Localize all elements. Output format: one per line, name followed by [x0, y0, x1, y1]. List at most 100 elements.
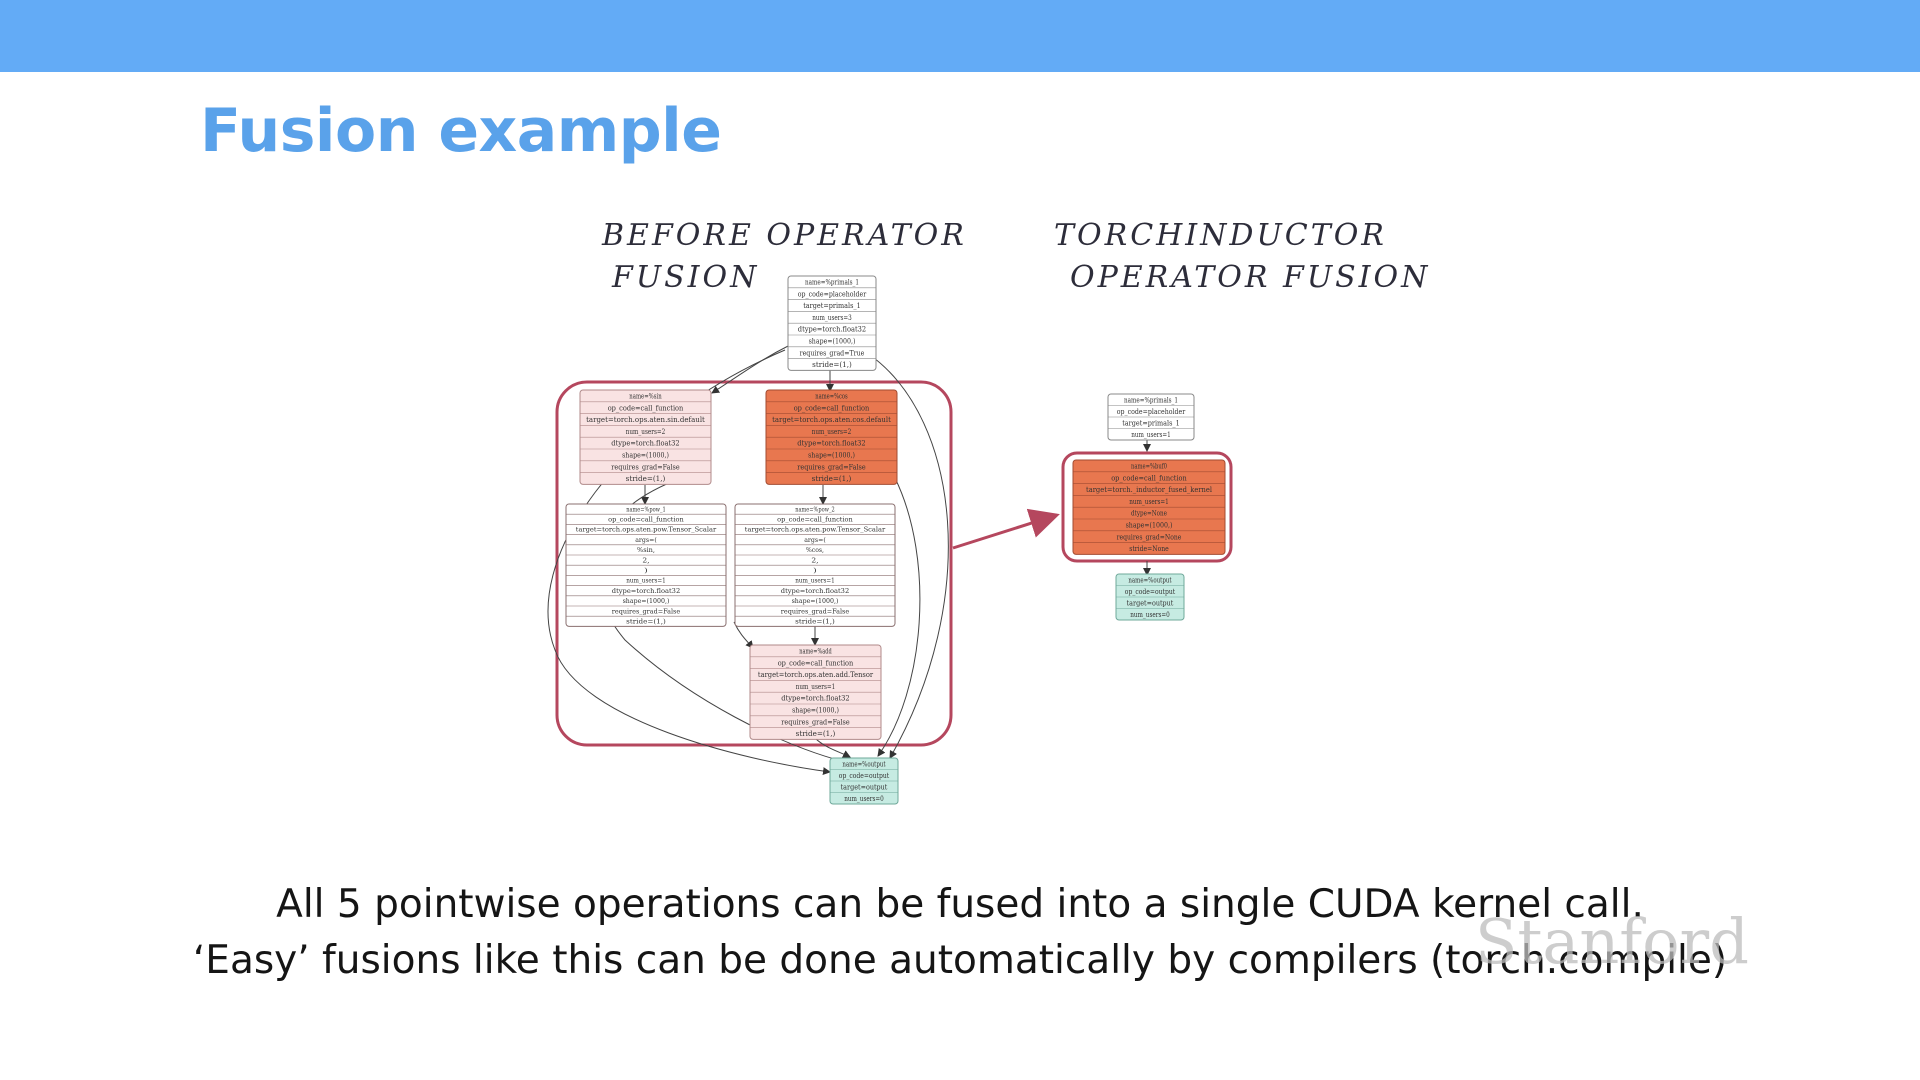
- pow_1-row-text: target=torch.ops.aten.pow.Tensor_Scalar: [576, 527, 717, 534]
- pow_1-row-text: op_code=call_function: [608, 517, 684, 524]
- label-after-line2: OPERATOR FUSION: [1070, 260, 1431, 295]
- pow_2-row-text: op_code=call_function: [777, 517, 853, 524]
- fused-row-text: dtype=None: [1131, 510, 1167, 518]
- output_before-row-text: num_users=0: [844, 795, 884, 803]
- sin-row-text: shape=(1000,): [622, 451, 669, 459]
- add-row-text: shape=(1000,): [792, 706, 839, 714]
- output_after-row-text: name=%output: [1128, 576, 1171, 584]
- add-row-text: dtype=torch.float32: [781, 695, 849, 703]
- input_before-row-text: shape=(1000,): [809, 337, 856, 345]
- edge-input-sin: [711, 344, 791, 394]
- label-before-line1: BEFORE OPERATOR: [602, 218, 967, 253]
- input_before-row-text: op_code=placeholder: [798, 290, 867, 298]
- pow_2-row-text: args=(: [804, 537, 826, 544]
- cos-row-text: target=torch.ops.aten.cos.default: [772, 416, 891, 424]
- add-row-text: stride=(1,): [796, 730, 836, 738]
- add-row-text: name=%add: [799, 647, 832, 655]
- pow_1-row-text: name=%pow_1: [626, 506, 666, 513]
- node-output-before: name=%output op_code=output target=output n…: [829, 757, 899, 805]
- sin-row-text: op_code=call_function: [608, 404, 684, 412]
- sin-row-text: target=torch.ops.aten.sin.default: [586, 416, 705, 424]
- output_after-row-text: op_code=output: [1125, 588, 1176, 596]
- stanford-watermark: Stanford: [1475, 905, 1749, 978]
- node-output-after: name=%output op_code=output target=output n…: [1115, 573, 1185, 621]
- pow_1-row-text: dtype=torch.float32: [612, 588, 680, 595]
- fused-row-text: shape=(1000,): [1126, 521, 1173, 529]
- output_before-row-text: target=output: [841, 783, 888, 791]
- output_before-row-text: name=%output: [842, 760, 885, 768]
- sin-row-text: requires_grad=False: [611, 463, 679, 471]
- cos-row-text: requires_grad=False: [797, 463, 865, 471]
- pow_2-row-text: %cos,: [806, 547, 824, 554]
- fusion-arrow: [952, 508, 1060, 550]
- fused-row-text: name=%buf0: [1131, 462, 1167, 470]
- pow_1-row-text: shape=(1000,): [623, 598, 670, 605]
- label-after-line1: TORCHINDUCTOR: [1054, 218, 1387, 253]
- input_before-row-text: target=primals_1: [803, 302, 861, 310]
- pow_1-row-text: requires_grad=False: [612, 608, 681, 615]
- fusion-region-border: [555, 380, 953, 747]
- pow_2-row-text: num_users=1: [795, 578, 835, 585]
- node-sin: name=%sin op_code=call_function target=tor…: [579, 389, 712, 485]
- sin-row-text: dtype=torch.float32: [611, 440, 679, 448]
- pow_1-row-text: num_users=1: [626, 578, 666, 585]
- output_before-row-text: op_code=output: [839, 772, 890, 780]
- cos-row-text: name=%cos: [815, 392, 848, 400]
- cos-row-text: shape=(1000,): [808, 451, 855, 459]
- label-before-line2: FUSION: [612, 260, 760, 295]
- edge-cos-backward: [877, 477, 921, 757]
- pow_2-row-text: name=%pow_2: [795, 506, 835, 513]
- node-pow-2: name=%pow_2 op_code=call_function target=t…: [734, 503, 896, 627]
- add-row-text: num_users=1: [796, 683, 836, 691]
- pow_1-row-text: %sin,: [637, 547, 655, 554]
- node-add: name=%add op_code=call_function target=tor…: [749, 644, 882, 740]
- input_after-row-text: target=primals_1: [1122, 419, 1180, 427]
- edge-input-output-right: [869, 354, 949, 759]
- cos-row-text: num_users=2: [812, 428, 852, 436]
- node-input-before: name=%primals_1 op_code=placeholdertarget…: [787, 275, 877, 371]
- slide-title: Fusion example: [200, 96, 722, 166]
- pow_2-row-text: requires_grad=False: [781, 608, 850, 615]
- cos-row-text: stride=(1,): [812, 475, 852, 483]
- input_before-row-text: name=%primals_1: [805, 278, 859, 286]
- input_after-row-text: op_code=placeholder: [1117, 408, 1186, 416]
- pow_1-row-text: stride=(1,): [626, 619, 666, 626]
- node-cos: name=%cos op_code=call_function target=tor…: [765, 389, 898, 485]
- add-row-text: requires_grad=False: [781, 718, 849, 726]
- pow_1-row-text: ): [644, 568, 648, 575]
- add-row-text: op_code=call_function: [778, 659, 854, 667]
- input_before-row-text: num_users=3: [812, 314, 852, 322]
- edge-add-output: [814, 737, 851, 758]
- input_before-row-text: stride=(1,): [812, 361, 852, 369]
- pow_2-row-text: stride=(1,): [795, 619, 835, 626]
- node-pow-1: name=%pow_1 op_code=call_function target=t…: [565, 503, 727, 627]
- fused-row-text: stride=None: [1129, 545, 1169, 553]
- output_after-row-text: target=output: [1127, 599, 1174, 607]
- input_after-row-text: name=%primals_1: [1124, 396, 1178, 404]
- pow_2-row-text: 2,: [811, 557, 818, 564]
- caption-line-2: ‘Easy’ fusions like this can be done aut…: [192, 938, 1728, 983]
- caption-line-1: All 5 pointwise operations can be fused …: [276, 882, 1644, 927]
- node-fused-kernel: name=%buf0 op_code=call_function target=to…: [1072, 459, 1226, 555]
- fused-row-text: target=torch._inductor_fused_kernel: [1086, 486, 1213, 494]
- node-input-after: name=%primals_1 op_code=placeholdertarget…: [1107, 393, 1195, 441]
- sin-row-text: stride=(1,): [626, 475, 666, 483]
- pow_1-row-text: args=(: [635, 537, 657, 544]
- pow_2-row-text: dtype=torch.float32: [781, 588, 849, 595]
- add-row-text: target=torch.ops.aten.add.Tensor: [758, 671, 874, 679]
- fused-row-text: op_code=call_function: [1111, 474, 1187, 482]
- input_before-row-text: dtype=torch.float32: [798, 326, 866, 334]
- header-bar: [0, 0, 1920, 72]
- sin-row-text: num_users=2: [626, 428, 666, 436]
- cos-row-text: dtype=torch.float32: [797, 440, 865, 448]
- pow_2-row-text: target=torch.ops.aten.pow.Tensor_Scalar: [745, 527, 886, 534]
- sin-row-text: name=%sin: [629, 392, 662, 400]
- fused-row-text: requires_grad=None: [1117, 533, 1182, 541]
- fused-row-text: num_users=1: [1129, 498, 1169, 506]
- cos-row-text: op_code=call_function: [794, 404, 870, 412]
- input_before-row-text: requires_grad=True: [800, 349, 865, 357]
- input_after-row-text: num_users=1: [1131, 431, 1171, 439]
- output_after-row-text: num_users=0: [1130, 611, 1170, 619]
- pow_1-row-text: 2,: [642, 557, 649, 564]
